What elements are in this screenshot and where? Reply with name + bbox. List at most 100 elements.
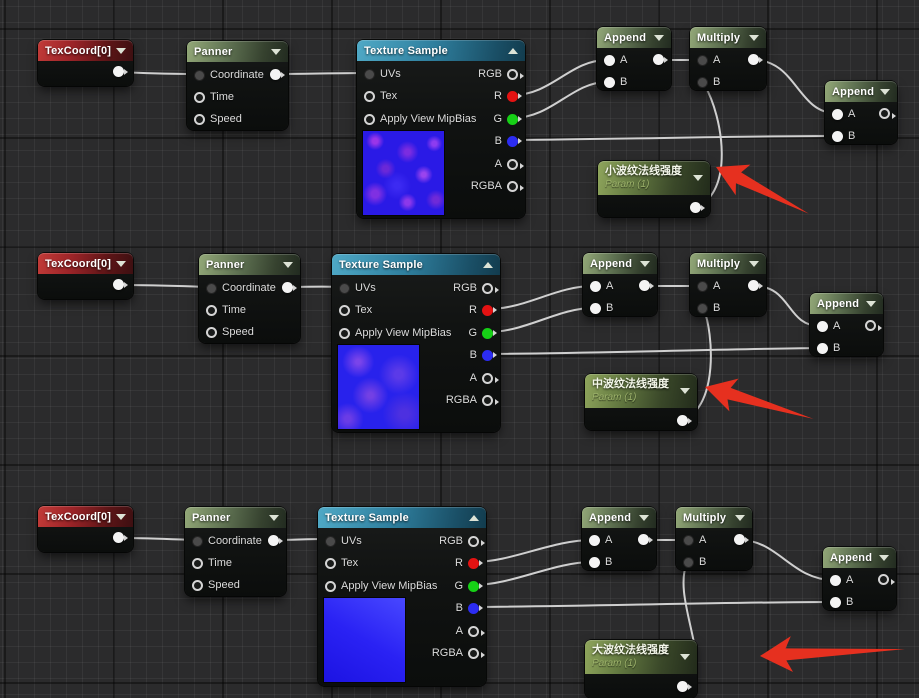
output-pin[interactable] [468,557,483,569]
input-pin[interactable] [832,108,843,120]
node-header[interactable]: TexCoord[0] [38,253,133,274]
input-pin[interactable] [192,579,203,591]
node-header[interactable]: Panner [185,507,286,528]
input-pin[interactable] [325,557,336,569]
node-header[interactable]: 中波纹法线强度 Param (1) [585,374,697,408]
chevron-down-icon[interactable] [639,514,649,521]
output-pin[interactable] [270,69,285,80]
input-pin[interactable] [817,320,828,332]
output-pin[interactable] [113,66,128,77]
node-header[interactable]: Texture Sample [318,507,486,528]
output-pin[interactable] [879,108,896,119]
output-pin[interactable] [748,54,763,65]
chevron-down-icon[interactable] [735,514,745,521]
node-header[interactable]: Append [825,81,897,102]
input-pin[interactable] [192,535,203,547]
output-pin[interactable] [482,372,499,384]
input-pin[interactable] [325,580,336,592]
chevron-down-icon[interactable] [693,175,703,181]
output-pin[interactable] [638,534,653,545]
output-pin[interactable] [677,681,692,692]
node-header[interactable]: Multiply [676,507,752,528]
input-pin[interactable] [830,596,841,608]
node-header[interactable]: 大波纹法线强度 Param (1) [585,640,697,674]
chevron-down-icon[interactable] [269,514,279,521]
output-pin[interactable] [482,349,497,361]
texcoord-node[interactable]: TexCoord[0] [38,506,133,552]
output-pin[interactable] [468,647,485,659]
output-pin[interactable] [282,282,297,293]
input-pin[interactable] [339,327,350,339]
chevron-up-icon[interactable] [469,514,479,521]
texture-sample-node[interactable]: Texture Sample UVs Tex Apply View MipBia… [332,254,500,432]
input-pin[interactable] [325,535,336,547]
chevron-down-icon[interactable] [680,388,690,394]
scalar-parameter-node[interactable]: 小波纹法线强度 Param (1) [598,161,710,217]
input-pin[interactable] [206,282,217,294]
input-pin[interactable] [364,90,375,102]
texture-preview[interactable] [323,597,406,683]
output-pin[interactable] [482,282,499,294]
append-node[interactable]: Append A B [582,507,656,570]
append-node[interactable]: Append A B [583,253,657,316]
input-pin[interactable] [830,574,841,586]
node-header[interactable]: Texture Sample [332,254,500,275]
output-pin[interactable] [690,202,705,213]
input-pin[interactable] [206,326,217,338]
texture-preview[interactable] [362,130,445,216]
chevron-down-icon[interactable] [116,260,126,267]
input-pin[interactable] [590,302,601,314]
input-pin[interactable] [339,282,350,294]
input-pin[interactable] [194,113,205,125]
output-pin[interactable] [482,394,499,406]
texcoord-node[interactable]: TexCoord[0] [38,253,133,299]
input-pin[interactable] [339,304,350,316]
chevron-down-icon[interactable] [879,554,889,561]
multiply-node[interactable]: Multiply A B [676,507,752,570]
output-pin[interactable] [113,532,128,543]
node-header[interactable]: Panner [199,254,300,275]
input-pin[interactable] [206,304,217,316]
input-pin[interactable] [589,556,600,568]
append-node[interactable]: Append A B [597,27,671,90]
texture-preview[interactable] [337,344,420,430]
output-pin[interactable] [653,54,668,65]
chevron-down-icon[interactable] [116,47,126,54]
output-pin[interactable] [677,415,692,426]
node-header[interactable]: 小波纹法线强度 Param (1) [598,161,710,195]
node-header[interactable]: Multiply [690,253,766,274]
panner-node[interactable]: Panner Coordinate Time Speed [187,41,288,130]
output-pin[interactable] [507,68,524,80]
input-pin[interactable] [192,557,203,569]
output-pin[interactable] [482,304,497,316]
chevron-down-icon[interactable] [749,260,759,267]
node-header[interactable]: Multiply [690,27,766,48]
input-pin[interactable] [697,280,708,292]
output-pin[interactable] [507,180,524,192]
input-pin[interactable] [817,342,828,354]
input-pin[interactable] [364,113,375,125]
output-pin[interactable] [748,280,763,291]
node-header[interactable]: Append [810,293,883,314]
output-pin[interactable] [865,320,882,331]
output-pin[interactable] [734,534,749,545]
append-node[interactable]: Append A B [823,547,896,610]
output-pin[interactable] [468,580,483,592]
input-pin[interactable] [832,130,843,142]
output-pin[interactable] [468,535,485,547]
multiply-node[interactable]: Multiply A B [690,27,766,90]
input-pin[interactable] [194,91,205,103]
input-pin[interactable] [604,76,615,88]
node-header[interactable]: TexCoord[0] [38,506,133,527]
input-pin[interactable] [590,280,601,292]
chevron-down-icon[interactable] [866,300,876,307]
input-pin[interactable] [364,68,375,80]
node-header[interactable]: Append [583,253,657,274]
input-pin[interactable] [683,534,694,546]
node-header[interactable]: Panner [187,41,288,62]
output-pin[interactable] [507,135,522,147]
output-pin[interactable] [507,158,524,170]
texcoord-node[interactable]: TexCoord[0] [38,40,133,86]
chevron-up-icon[interactable] [483,261,493,268]
